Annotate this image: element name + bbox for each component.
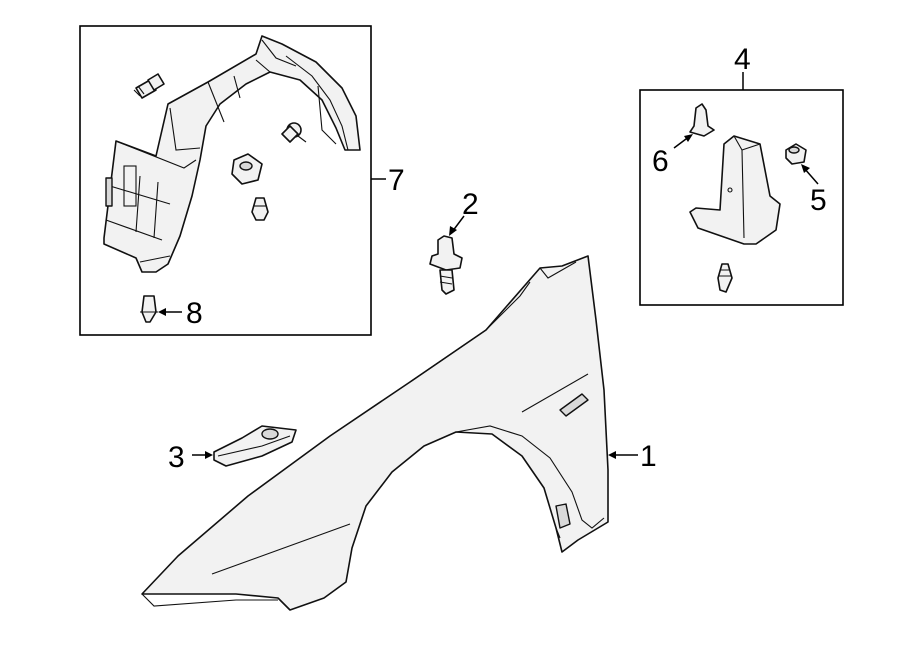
callout-1: 1 <box>640 440 657 473</box>
clip-nut[interactable] <box>785 143 807 165</box>
push-pin[interactable] <box>689 103 715 137</box>
callout-8: 8 <box>186 297 203 330</box>
fender-bolt[interactable] <box>429 235 463 295</box>
fender-bracket[interactable] <box>213 425 297 467</box>
callout-2: 2 <box>462 188 479 221</box>
callout-7: 7 <box>388 164 405 197</box>
liner-screw-right[interactable] <box>281 122 307 143</box>
fender[interactable] <box>141 255 609 611</box>
fender-liner-group-box <box>79 25 372 336</box>
liner-push-clip[interactable] <box>251 197 269 221</box>
mud-guard-screw[interactable] <box>717 263 733 293</box>
mud-guard[interactable] <box>689 135 781 245</box>
callout-3: 3 <box>168 441 185 474</box>
callout-6: 6 <box>652 145 669 178</box>
mud-guard-kit-box <box>639 89 844 306</box>
liner-screw-top[interactable] <box>133 73 165 99</box>
callout-4: 4 <box>734 43 751 76</box>
liner-retainer[interactable] <box>140 295 158 323</box>
callout-5: 5 <box>810 184 827 217</box>
liner-clip-nut[interactable] <box>231 153 263 185</box>
fender-liner[interactable] <box>103 35 361 273</box>
